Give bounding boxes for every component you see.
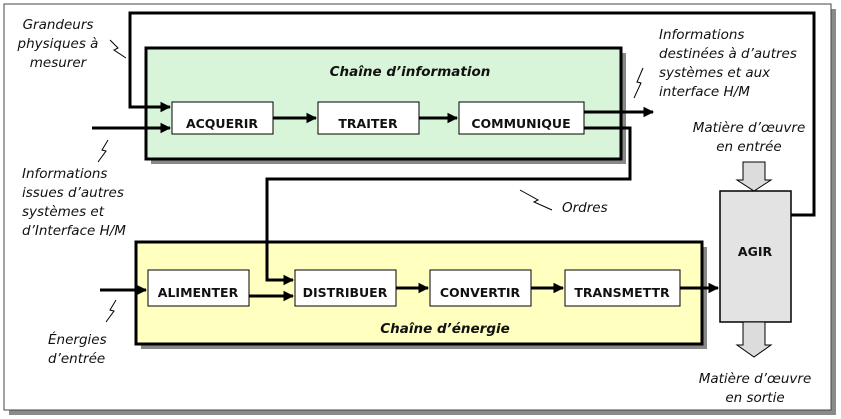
block-traiter-label: TRAITER (338, 116, 398, 131)
svg-text:systèmes et aux: systèmes et aux (659, 65, 771, 81)
block-communiquer (458, 101, 585, 135)
matiere-sortie-label: Matière d’œuvre en sortie (699, 371, 812, 406)
block-transmettre-label: TRANSMETTR (574, 285, 670, 300)
block-convertir (429, 269, 532, 307)
svg-text:Matière d’œuvre: Matière d’œuvre (693, 120, 806, 136)
ordres-callout-connector (519, 189, 553, 211)
ordres-label: Ordres (562, 200, 608, 216)
svg-text:issues d’autres: issues d’autres (22, 185, 124, 201)
block-agir (719, 190, 792, 323)
info-chain-title: Chaîne d’information (330, 64, 491, 80)
info-issues-callout-connector (97, 139, 109, 163)
energies-callout-connector (105, 299, 117, 323)
svg-text:Matière d’œuvre: Matière d’œuvre (699, 371, 812, 387)
block-alimenter-label: ALIMENTER (158, 285, 239, 300)
grandeurs-callout-connector (109, 39, 127, 59)
svg-text:Informations: Informations (659, 27, 744, 43)
svg-text:physiques à: physiques à (17, 36, 99, 52)
svg-text:en sortie: en sortie (725, 390, 784, 406)
block-communiquer-label: COMMUNIQUE (471, 116, 570, 131)
block-traiter (317, 101, 420, 135)
block-distribuer (294, 269, 397, 307)
grandeurs-label: Grandeurs physiques à mesurer (17, 17, 99, 71)
svg-text:Informations: Informations (22, 166, 107, 182)
info-destinees-callout-connector (633, 67, 644, 99)
block-convertir-label: CONVERTIR (440, 285, 521, 300)
informations-destinees-label: Informations destinées à d’autres systèm… (659, 27, 797, 100)
svg-text:Énergies: Énergies (48, 331, 107, 348)
block-acquerir-label: ACQUERIR (186, 116, 258, 131)
svg-text:d’entrée: d’entrée (48, 351, 105, 367)
block-transmettre (564, 269, 681, 307)
matiere-entree-label: Matière d’œuvre en entrée (693, 120, 806, 155)
energies-label: Énergies d’entrée (48, 331, 107, 367)
svg-text:en entrée: en entrée (716, 139, 781, 155)
matiere-sortie-arrow (735, 321, 773, 358)
feedback-loop-arrow (128, 11, 816, 217)
svg-text:d’Interface H/M: d’Interface H/M (22, 223, 126, 239)
svg-text:destinées à d’autres: destinées à d’autres (659, 46, 797, 62)
informations-issues-label: Informations issues d’autres systèmes et… (22, 166, 126, 239)
energy-chain-title: Chaîne d’énergie (380, 321, 510, 337)
svg-text:systèmes et: systèmes et (22, 204, 105, 220)
svg-text:interface H/M: interface H/M (659, 84, 750, 100)
svg-text:mesurer: mesurer (30, 55, 88, 71)
svg-text:Grandeurs: Grandeurs (23, 17, 94, 33)
block-agir-label: AGIR (738, 244, 773, 259)
ordres-arrow (265, 126, 632, 286)
block-distribuer-label: DISTRIBUER (303, 285, 388, 300)
matiere-entree-arrow (735, 161, 773, 192)
block-alimenter (147, 269, 250, 307)
